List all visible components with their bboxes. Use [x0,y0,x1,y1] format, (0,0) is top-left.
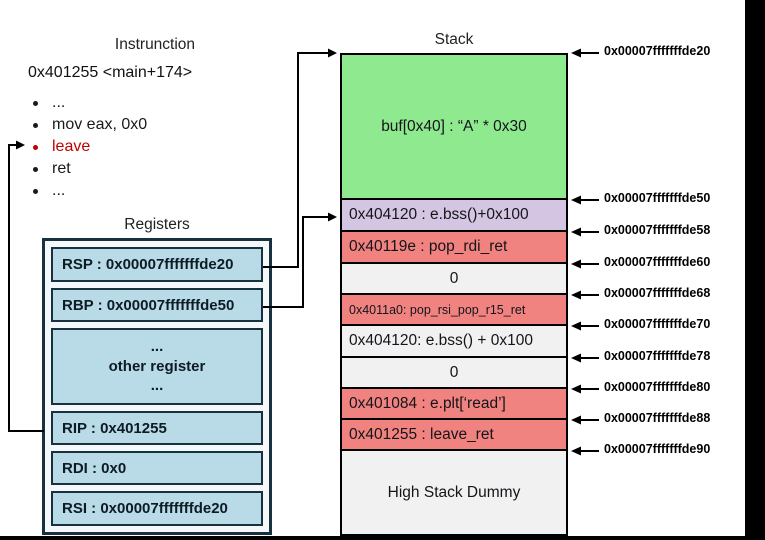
address-label: 0x00007fffffffde80 [604,380,711,394]
stack-box: buf[0x40] : “A” * 0x30 0x404120 : e.bss()… [340,53,568,536]
register-text: ... [150,338,164,356]
stack-row-label: 0x401255 : leave_ret [349,425,494,443]
instruction-item: ret [30,158,147,180]
address-arrowhead-icon [571,290,581,300]
address-label: 0x00007fffffffde20 [604,44,711,58]
instruction-text: leave [52,138,91,155]
stack-row: 0 [342,264,566,295]
address-label: 0x00007fffffffde50 [604,191,711,205]
address-arrowhead-icon [571,259,581,269]
address-arrowhead-icon [571,446,581,456]
stack-row: 0x404120: e.bss() + 0x100 [342,326,566,358]
address-label: 0x00007fffffffde88 [604,411,711,425]
register-box-other: ...other register... [51,328,263,405]
stack-row: 0x401084 : e.plt[‘read’] [342,389,566,420]
address-label: 0x00007fffffffde68 [604,286,711,300]
stack-row-label: 0x401084 : e.plt[‘read’] [349,394,506,412]
stack-row: 0x40119e : pop_rdi_ret [342,232,566,264]
register-text: RSP : 0x00007fffffffde20 [62,256,234,273]
bullet-icon [33,100,38,106]
register-text: other register [108,357,206,375]
address-label: 0x00007fffffffde58 [604,223,711,237]
instruction-item: ... [30,180,147,202]
stack-row-label: High Stack Dummy [387,483,521,501]
stack-row: 0 [342,358,566,389]
stack-row: High Stack Dummy [342,451,566,534]
instruction-item: mov eax, 0x0 [30,114,147,136]
stack-row: 0x4011a0: pop_rsi_pop_r15_ret [342,295,566,326]
stack-row: 0x404120 : e.bss()+0x100 [342,200,566,232]
register-text: RIP : 0x401255 [62,419,167,437]
rsp-to-stack-arrowhead-icon [328,48,337,58]
address-arrowhead-icon [571,48,581,58]
instruction-list: ... mov eax, 0x0 leave ret... [30,92,147,202]
bottom-black-band [0,536,765,540]
bullet-icon [33,188,38,194]
instruction-address: 0x401255 <main+174> [28,64,193,81]
instruction-item: ... [30,92,147,114]
rsp-to-stack-arrow [263,52,328,268]
stack-row-label: 0x40119e : pop_rdi_ret [349,238,508,255]
register-text: RBP : 0x00007fffffffde50 [62,296,235,314]
registers-title: Registers [124,216,190,233]
address-arrowhead-icon [571,195,581,205]
stack-row-label: 0x404120 : e.bss()+0x100 [349,206,529,223]
rbp-to-stack-arrowhead-icon [328,212,337,222]
stack-row: buf[0x40] : “A” * 0x30 [342,55,566,200]
register-text: RSI : 0x00007fffffffde20 [62,500,228,517]
register-text: ... [150,377,164,395]
rip-to-leave-arrowhead-icon [16,140,25,150]
stack-row-label: buf[0x40] : “A” * 0x30 [381,117,527,135]
instruction-text: ret [52,160,71,177]
stack-title: Stack [434,31,474,48]
instruction-text: ... [52,94,66,111]
address-arrowhead-icon [571,415,581,425]
stack-row-label: 0 [449,363,459,381]
stack-row-label: 0x4011a0: pop_rsi_pop_r15_ret [349,302,526,317]
register-box-rip: RIP : 0x401255 [51,411,263,445]
register-box-rsi: RSI : 0x00007fffffffde20 [51,491,263,526]
instruction-item: leave [30,136,147,158]
bullet-icon [33,122,38,128]
address-arrowhead-icon [571,353,581,363]
instruction-title: Instrunction [114,36,196,53]
address-label: 0x00007fffffffde90 [604,442,711,456]
right-black-band [745,0,765,540]
address-label: 0x00007fffffffde78 [604,349,711,363]
register-text: RDI : 0x0 [62,459,127,477]
address-arrowhead-icon [571,227,581,237]
register-box-rbp: RBP : 0x00007fffffffde50 [51,288,263,322]
bullet-icon [33,166,38,172]
register-box-rdi: RDI : 0x0 [51,451,263,485]
address-arrowhead-icon [571,321,581,331]
address-arrowhead-icon [571,384,581,394]
instruction-text: mov eax, 0x0 [52,116,148,133]
register-box-rsp: RSP : 0x00007fffffffde20 [51,247,263,282]
address-label: 0x00007fffffffde60 [604,255,711,269]
stack-row: 0x401255 : leave_ret [342,420,566,451]
bullet-icon [33,144,38,150]
rbp-to-stack-arrow [263,216,328,308]
address-label: 0x00007fffffffde70 [604,317,711,331]
stack-row-label: 0 [449,269,459,287]
stack-row-label: 0x404120: e.bss() + 0x100 [349,332,533,349]
instruction-text: ... [52,182,66,199]
